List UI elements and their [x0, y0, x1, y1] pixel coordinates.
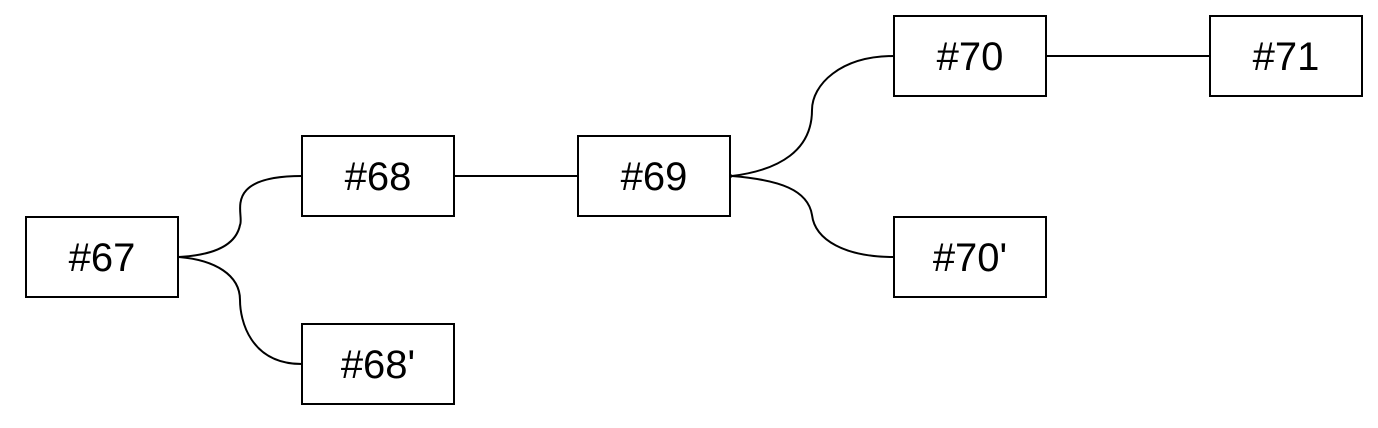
node-70-label: #70: [937, 35, 1004, 79]
node-70-prime-label: #70': [933, 236, 1007, 280]
edge-70-to-69: [732, 55, 895, 176]
edge-68p-to-67: [179, 257, 303, 365]
node-68-prime: #68': [301, 323, 455, 405]
node-67: #67: [25, 216, 179, 298]
edge-70p-to-69: [732, 176, 895, 258]
node-68-label: #68: [345, 155, 412, 199]
node-68: #68: [301, 135, 455, 217]
node-71-label: #71: [1253, 35, 1320, 79]
node-69-label: #69: [621, 155, 688, 199]
node-68-prime-label: #68': [341, 343, 415, 387]
edge-68-to-67: [179, 175, 303, 257]
node-67-label: #67: [69, 236, 136, 280]
node-70-prime: #70': [893, 216, 1047, 298]
node-69: #69: [577, 135, 731, 217]
node-70: #70: [893, 15, 1047, 97]
node-71: #71: [1209, 15, 1363, 97]
